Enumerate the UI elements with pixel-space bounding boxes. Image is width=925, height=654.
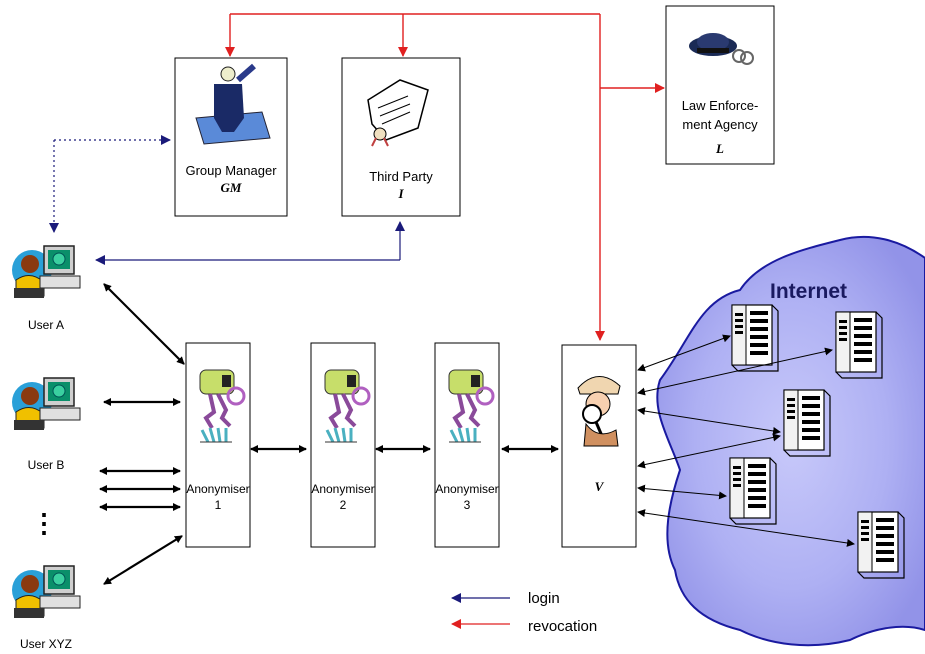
third-party-symbol: I: [397, 186, 404, 201]
user-xyz: User XYZ: [11, 565, 81, 651]
server-icon: [835, 311, 883, 379]
detective-icon: [577, 376, 621, 447]
legend: login revocation: [451, 590, 597, 635]
third-party-name: Third Party: [369, 169, 433, 184]
login-lines: [49, 135, 405, 265]
group-manager-box: Group Manager GM: [174, 57, 288, 217]
user-computer-icon: [11, 377, 81, 431]
law-enforcement-name-line2: ment Agency: [682, 117, 758, 132]
verifier-box: V: [561, 344, 637, 548]
revocation-lines: [225, 13, 665, 341]
law-enforcement-name-line1: Law Enforce-: [682, 98, 759, 113]
server-icon: [783, 389, 831, 457]
user-a: User A: [11, 245, 81, 332]
group-manager-name: Group Manager: [185, 163, 277, 178]
user-b: User B: [11, 377, 81, 472]
server-icon: [731, 304, 779, 372]
group-manager-icon: [195, 63, 271, 145]
internet-label: Internet: [770, 280, 847, 303]
user-label: User XYZ: [20, 637, 72, 651]
data-flow-arrows: [99, 283, 559, 585]
legend-login-label: login: [528, 590, 560, 607]
anonymiser-name: Anonymiser: [311, 482, 374, 496]
third-party-box: Third Party I: [341, 57, 461, 217]
law-enforcement-symbol: L: [715, 141, 724, 156]
verifier-symbol: V: [595, 479, 605, 494]
anonymiser-name: Anonymiser: [186, 482, 249, 496]
group-manager-symbol: GM: [221, 180, 242, 195]
anonymiser-number: 3: [464, 498, 471, 512]
ellipsis-more-users: ⋮: [31, 508, 57, 538]
anonymiser-number: 1: [215, 498, 222, 512]
legend-revocation-label: revocation: [528, 618, 597, 635]
anonymiser-box: Anonymiser 1: [185, 342, 251, 548]
anonymiser-number: 2: [340, 498, 347, 512]
law-enforcement-box: Law Enforce- ment Agency L: [665, 5, 775, 165]
certificate-icon: [367, 79, 429, 147]
user-computer-icon: [11, 565, 81, 619]
anonymiser-name: Anonymiser: [435, 482, 498, 496]
server-icon: [729, 457, 777, 525]
user-computer-icon: [11, 245, 81, 299]
anonymiser-box: Anonymiser 3: [434, 342, 500, 548]
user-label: User B: [28, 458, 65, 472]
server-icon: [857, 511, 905, 579]
anonymiser-box: Anonymiser 2: [310, 342, 376, 548]
user-label: User A: [28, 318, 64, 332]
internet-connection-arrows: [637, 334, 855, 547]
